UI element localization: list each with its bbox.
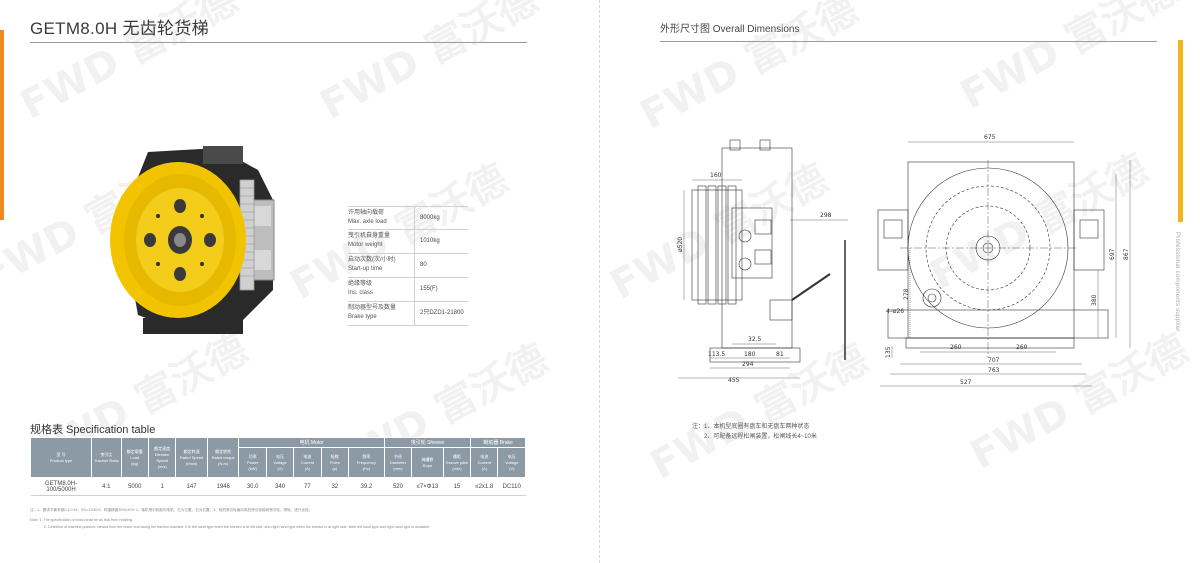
- side-view: [691, 139, 846, 363]
- spec-table-title: 规格表 Specification table: [30, 424, 156, 436]
- spec-value: 8000kg: [414, 207, 468, 229]
- svg-text:160: 160: [710, 172, 722, 179]
- drawing-note: 2、可配备远程松闸装置，松闸线长4~10米: [704, 434, 817, 440]
- svg-text:278: 278: [903, 288, 910, 300]
- footnote-en-2: 2. Definition of machine position: viewe…: [44, 525, 431, 529]
- svg-text:298: 298: [820, 212, 832, 219]
- table-cell: ≤2x1.8: [470, 477, 498, 496]
- product-title: GETM8.0H 无齿轮货梯: [30, 19, 209, 38]
- svg-text:260: 260: [950, 344, 962, 351]
- table-cell: 1946: [207, 477, 239, 496]
- left-page: FWD 富沃德 FWD 富沃德 FWD 富沃德 FWD 富沃德 FWD 富沃德 …: [0, 0, 600, 563]
- yellow-accent-strip: [1178, 40, 1183, 222]
- svg-text:294: 294: [742, 361, 754, 368]
- table-cell: 4:1: [91, 477, 122, 496]
- svg-text:527: 527: [960, 379, 972, 386]
- title-divider: [30, 42, 527, 43]
- table-cell: 147: [175, 477, 208, 496]
- group-header-brake: 制动器 Brake: [470, 437, 526, 448]
- svg-text:707: 707: [988, 357, 1000, 364]
- table-cell: ≤7×Φ13: [411, 477, 444, 496]
- svg-text:380: 380: [1091, 294, 1098, 306]
- title-divider: [660, 41, 1157, 42]
- table-cell: 15: [443, 477, 471, 496]
- spec-row: 启动次数(次/小时)Start-up time 80: [348, 254, 468, 278]
- table-cell: 77: [293, 477, 322, 496]
- orange-accent-strip: [0, 30, 4, 220]
- svg-text:763: 763: [988, 367, 1000, 374]
- svg-text:32.5: 32.5: [748, 336, 762, 343]
- drawing-note: 注：1、本机型底圈有盘车和无盘车两种状态: [692, 424, 810, 430]
- table-cell: 32: [321, 477, 349, 496]
- spec-value: 1010kg: [414, 230, 468, 253]
- svg-text:180: 180: [744, 351, 756, 358]
- footnote-en-1: Note: 1. The specification of brand shal…: [30, 518, 134, 522]
- svg-text:675: 675: [984, 134, 996, 141]
- svg-text:455: 455: [728, 377, 740, 384]
- spec-value: 155(F): [414, 278, 468, 301]
- footnote-cn: 注：1、要求平衡系数0.4-0.45，ED=1/240%，称重精度30%±10%…: [30, 508, 313, 512]
- side-view-dimension-labels: 160 298 ø520 32.5 113.5 180 81 294 455: [677, 172, 832, 384]
- spec-value: 2只DZD1-21800: [414, 302, 468, 325]
- watermark-text: FWD 富沃德: [313, 0, 545, 129]
- right-page: FWD 富沃德 FWD 富沃德 FWD 富沃德 FWD 富沃德 FWD 富沃德 …: [600, 0, 1200, 563]
- group-header-motor: 电机 Motor: [238, 437, 385, 448]
- watermark-text: FWD 富沃德: [953, 0, 1185, 119]
- traction-machine-image: [110, 146, 275, 334]
- table-cell: 1: [148, 477, 176, 496]
- svg-text:81: 81: [776, 351, 784, 358]
- table-cell: DC110: [497, 477, 526, 496]
- table-cell: 39.2: [348, 477, 385, 496]
- overall-dimensions-drawing: 160 298 ø520 32.5 113.5 180 81 294 455: [677, 134, 1131, 387]
- svg-text:867: 867: [1123, 248, 1130, 260]
- svg-text:4–ø26: 4–ø26: [886, 308, 904, 315]
- table-cell: 340: [266, 477, 294, 496]
- side-view-dimensions: [678, 179, 848, 379]
- svg-text:135: 135: [885, 346, 892, 358]
- dimensions-title: 外形尺寸图 Overall Dimensions: [660, 24, 800, 35]
- svg-text:697: 697: [1109, 248, 1116, 260]
- svg-text:260: 260: [1016, 344, 1028, 351]
- table-cell: 30.0: [238, 477, 267, 496]
- drawing-notes: 注：1、本机型底圈有盘车和无盘车两种状态 2、可配备远程松闸装置，松闸线长4~1…: [692, 422, 817, 442]
- spec-label: 启动次数(次/小时)Start-up time: [348, 257, 396, 272]
- front-view-dimensions: [880, 141, 1131, 387]
- table-cell: 5000: [121, 477, 149, 496]
- svg-text:113.5: 113.5: [708, 351, 725, 358]
- table-cell: GETM8.0H-100/5000H: [30, 477, 92, 496]
- front-view: [877, 160, 1109, 358]
- table-cell: 520: [384, 477, 412, 496]
- group-header-sheave: 曳引轮 Sheave: [383, 437, 472, 448]
- table-row: GETM8.0H-100/5000H 4:1 5000 1 147 1946 3…: [30, 477, 526, 496]
- spec-value: 80: [414, 254, 468, 277]
- front-view-dimension-labels: 675 697 867 278 380 4–ø26 135 260 260 70…: [885, 134, 1130, 386]
- svg-text:ø520: ø520: [677, 237, 684, 252]
